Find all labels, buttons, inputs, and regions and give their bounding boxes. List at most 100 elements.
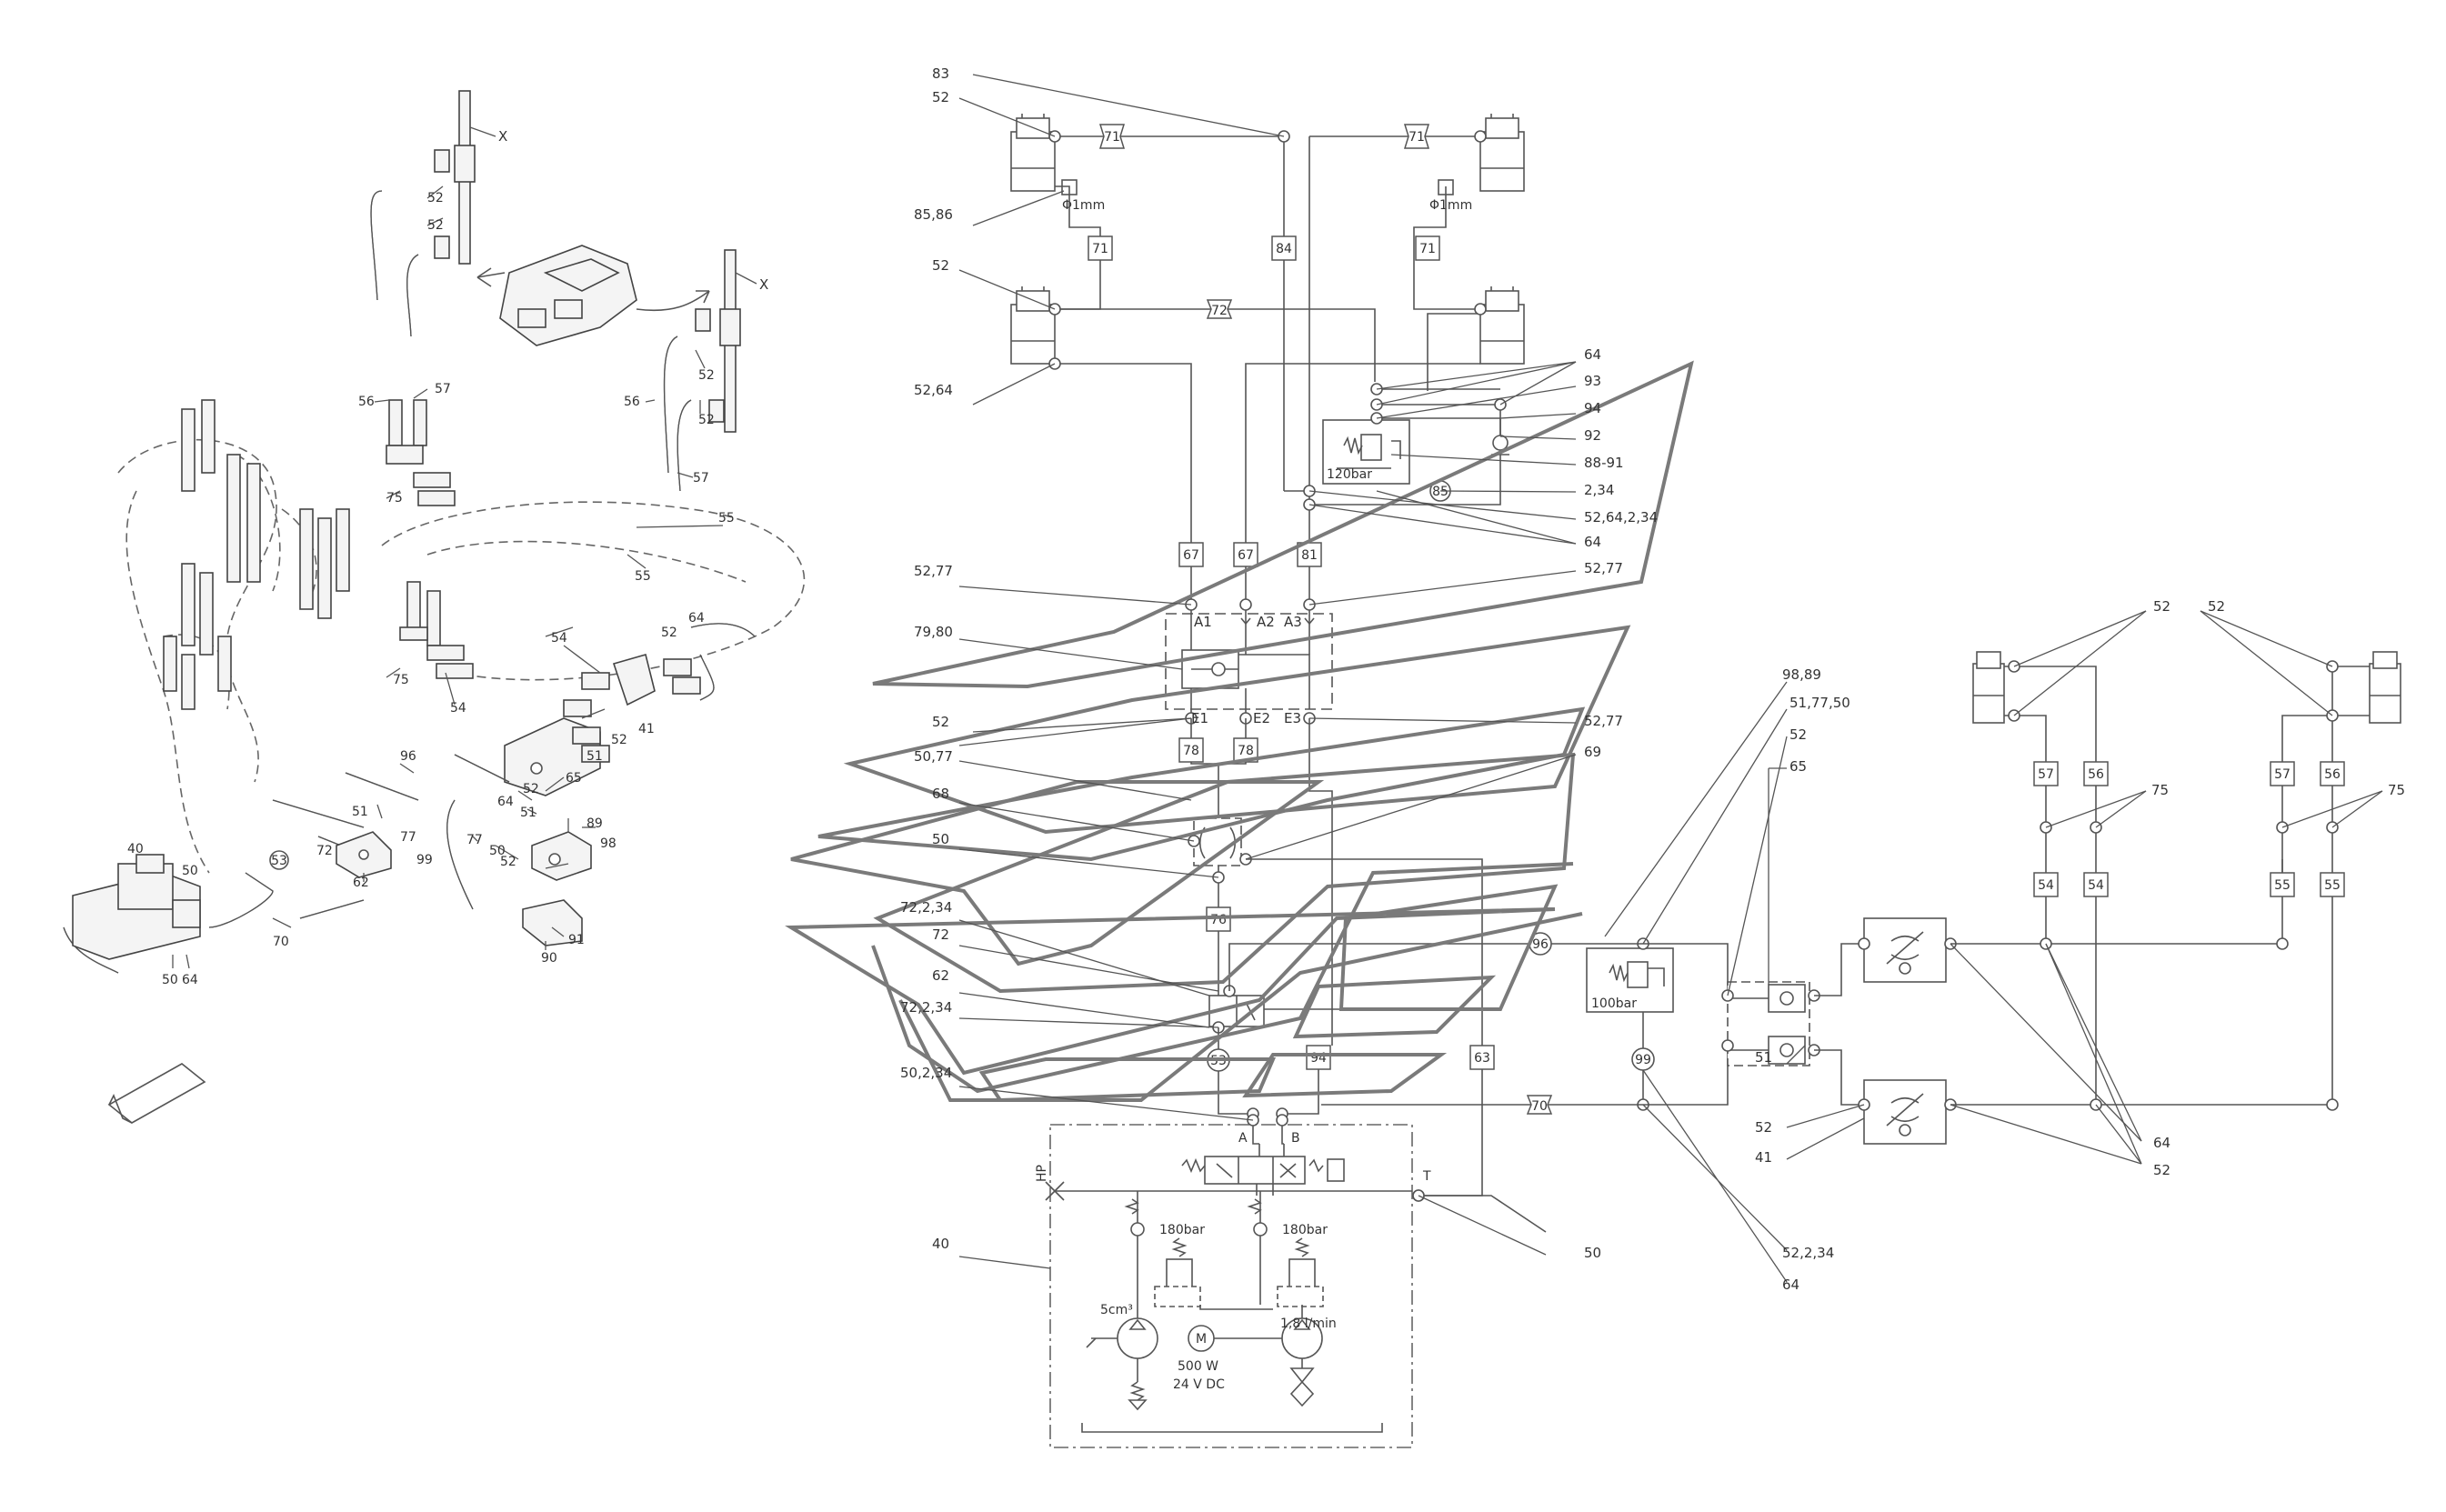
- relief-valve-180-right: [1277, 1237, 1324, 1307]
- callout-51: 51: [1755, 1049, 1772, 1066]
- cylinder-top-right: [719, 249, 757, 433]
- bracket-90: [522, 899, 583, 946]
- machine-body: [476, 245, 710, 346]
- tag-57-b: 57: [2274, 767, 2291, 782]
- assembly-52g: 52: [523, 782, 539, 796]
- cylinder-far-right: [2369, 651, 2401, 724]
- pump-left: [1086, 1317, 1158, 1359]
- tag-99: 99: [1635, 1053, 1651, 1067]
- tag-55-a: 55: [2274, 878, 2291, 893]
- port-e1: E1: [1191, 710, 1208, 726]
- callout-65: 65: [1789, 758, 1807, 775]
- tag-78-a: 78: [1183, 744, 1199, 758]
- callout-52-64-2-34: 52,64,2,34: [1584, 509, 1658, 526]
- relief-180-left-label: 180bar: [1159, 1223, 1205, 1237]
- tag-96: 96: [1532, 937, 1549, 952]
- callout-51-77-50: 51,77,50: [1789, 695, 1850, 711]
- port-a: A: [1238, 1131, 1248, 1146]
- callout-98-89: 98,89: [1782, 666, 1821, 683]
- orifice-right: Φ1mm: [1429, 198, 1472, 213]
- tag-57-a: 57: [2038, 767, 2054, 782]
- assembly-51c: 51: [520, 806, 536, 820]
- callout-75-a: 75: [2151, 782, 2169, 798]
- assembly-62: 62: [353, 876, 369, 890]
- port-b: B: [1291, 1131, 1300, 1146]
- motor: [1188, 1325, 1282, 1352]
- assembly-56a: 56: [358, 395, 375, 409]
- motor-symbol: M: [1196, 1332, 1207, 1347]
- relief-100bar-label: 100bar: [1591, 996, 1637, 1011]
- assembly-90: 90: [541, 951, 557, 966]
- callout-50-left: 50: [932, 831, 949, 847]
- assembly-56b: 56: [624, 395, 640, 409]
- assembly-52e: 52: [661, 626, 677, 640]
- assembly-55b: 55: [635, 569, 651, 584]
- port-a1: A1: [1194, 614, 1212, 630]
- assembly-70: 70: [273, 935, 289, 949]
- tag-81: 81: [1301, 548, 1318, 563]
- callout-52-mid: 52: [932, 257, 949, 274]
- tag-67-a: 67: [1183, 548, 1199, 563]
- assembly-89: 89: [586, 816, 603, 831]
- callout-52-77-left: 52,77: [914, 563, 953, 579]
- assembly-40: 40: [127, 842, 144, 856]
- power-unit-box: [1049, 1124, 1413, 1448]
- tag-70: 70: [1531, 1099, 1548, 1114]
- assembly-52a: 52: [427, 191, 444, 205]
- assembly-96: 96: [400, 749, 416, 764]
- valve-block-41: [563, 623, 756, 717]
- cylinder-far-left: [1972, 651, 2005, 724]
- cylinder-lower-left: [1010, 286, 1056, 365]
- callout-52-77-right-b: 52,77: [1584, 713, 1623, 729]
- assembly-52c: 52: [698, 368, 715, 383]
- directional-valve-ab: [1181, 1120, 1345, 1185]
- hydraulic-schematic: Φ1mm Φ1mm 120bar 85: [785, 65, 2405, 1448]
- callout-52-right-b: 52: [1755, 1119, 1772, 1136]
- tag-56-b: 56: [2324, 767, 2341, 782]
- callout-64-far: 64: [2153, 1135, 2170, 1151]
- port-a2: A2: [1257, 614, 1275, 630]
- port-a3: A3: [1284, 614, 1302, 630]
- callout-83: 83: [932, 65, 949, 82]
- relief-valve-120bar: [1322, 419, 1410, 485]
- callout-94: 94: [1584, 400, 1601, 416]
- tag-67-b: 67: [1238, 548, 1254, 563]
- cylinder-lower-right: [1479, 286, 1525, 365]
- assembly-53: 53: [271, 854, 287, 868]
- callout-72-2-34-b: 72,2,34: [900, 999, 952, 1016]
- power-label: 500 W: [1178, 1359, 1218, 1374]
- callout-52-left: 52: [932, 714, 949, 730]
- assembly-x-right: X: [759, 276, 768, 293]
- callout-79-80: 79,80: [914, 624, 953, 640]
- callout-52-far-b: 52: [2208, 598, 2225, 615]
- valve-block-62: [336, 831, 392, 878]
- callout-62: 62: [932, 967, 949, 984]
- relief-valve-180-left: [1154, 1237, 1201, 1307]
- tag-54-b: 54: [2088, 878, 2104, 893]
- relief-valve-100bar: [1586, 947, 1674, 1013]
- assembly-77a: 77: [400, 830, 416, 845]
- tag-78-b: 78: [1238, 744, 1254, 758]
- tag-71-top-right: 71: [1408, 130, 1425, 145]
- assembly-54b: 54: [450, 701, 466, 716]
- callout-64-bottom: 64: [1782, 1277, 1799, 1293]
- assembly-52b: 52: [427, 218, 444, 233]
- tag-55-b: 55: [2324, 878, 2341, 893]
- callout-2-34: 2,34: [1584, 482, 1614, 498]
- assembly-64b: 64: [497, 795, 514, 809]
- assembly-98: 98: [600, 836, 617, 851]
- callout-68: 68: [932, 786, 949, 802]
- power-unit-40: [72, 854, 201, 960]
- orifice-left: Φ1mm: [1062, 198, 1105, 213]
- exploded-assembly: X X: [63, 90, 806, 1124]
- callout-52-2-34: 52,2,34: [1782, 1245, 1834, 1261]
- callout-52-right-a: 52: [1789, 726, 1807, 743]
- voltage-label: 24 V DC: [1173, 1377, 1225, 1392]
- tag-76: 76: [1210, 913, 1227, 927]
- assembly-50a: 50: [182, 864, 198, 878]
- tag-71-right: 71: [1419, 242, 1436, 256]
- assembly-77b: 77: [466, 833, 483, 847]
- assembly-99: 99: [416, 853, 433, 867]
- cylinder-upper-right: [1479, 114, 1525, 192]
